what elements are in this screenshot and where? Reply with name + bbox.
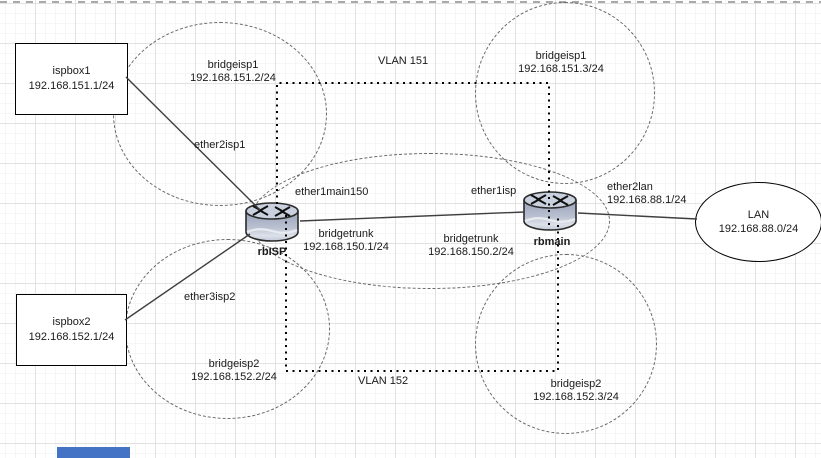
bridge-ip: 192.168.152.3/24 (533, 391, 619, 403)
bridge-label-isp1-rbisp: bridgeisp1 192.168.151.2/24 (158, 59, 308, 85)
bridge-name: bridgeisp2 (550, 378, 602, 390)
bridge-name: bridgeisp1 (535, 50, 587, 62)
lan-name: LAN (747, 209, 770, 221)
bridge-ip: 192.168.151.3/24 (518, 63, 604, 75)
label-vlan152: VLAN 152 (358, 375, 409, 387)
bottom-blue-bar (57, 447, 130, 458)
bridge-label-trunk-rbmain: bridgetrunk 192.168.150.2/24 (396, 233, 546, 259)
label-rbisp: rbISP (257, 246, 287, 258)
bridge-name: bridgeisp2 (208, 358, 260, 370)
label-ether1isp: ether1isp (471, 185, 517, 197)
iface-name: ether2lan (607, 181, 653, 193)
bridge-name: bridgeisp1 (207, 59, 259, 71)
lan-ip: 192.168.88.0/24 (718, 223, 799, 235)
host-ispbox2-name: ispbox2 (52, 316, 91, 328)
bridge-label-isp2-rbmain: bridgeisp2 192.168.152.3/24 (501, 378, 651, 404)
iface-ip: 192.168.88.1/24 (607, 194, 687, 206)
bridge-ellipse-isp1-rbmain (475, 2, 655, 184)
bridge-ip: 192.168.150.2/24 (428, 246, 514, 258)
label-ether2lan: ether2lan 192.168.88.1/24 (607, 181, 687, 207)
host-ispbox1: ispbox1 192.168.151.1/24 (15, 43, 128, 115)
bridge-label-trunk-rbisp: bridgetrunk 192.168.150.1/24 (271, 228, 421, 254)
label-rbmain: rbmain (533, 236, 571, 248)
host-ispbox1-ip: 192.168.151.1/24 (28, 80, 115, 92)
bridge-name: bridgetrunk (318, 228, 374, 240)
bridge-ip: 192.168.150.1/24 (303, 241, 389, 253)
host-ispbox2: ispbox2 192.168.152.1/24 (16, 294, 127, 366)
top-boundary-dashed-line (0, 1, 821, 3)
host-ispbox1-name: ispbox1 (52, 65, 91, 77)
bridge-label-isp1-rbmain: bridgeisp1 192.168.151.3/24 (486, 50, 636, 76)
host-ispbox2-ip: 192.168.152.1/24 (28, 331, 115, 343)
lan-cloud: LAN 192.168.88.0/24 (695, 182, 821, 262)
bridge-ip: 192.168.152.2/24 (191, 371, 277, 383)
bridge-label-isp2-rbisp: bridgeisp2 192.168.152.2/24 (159, 358, 309, 384)
bridge-name: bridgetrunk (443, 233, 499, 245)
label-vlan151: VLAN 151 (378, 55, 429, 67)
label-ether1main150: ether1main150 (295, 186, 369, 198)
router-icon (523, 191, 577, 231)
label-ether3isp2: ether3isp2 (184, 291, 236, 303)
router-rbmain (522, 190, 578, 232)
label-ether2isp1: ether2isp1 (194, 139, 246, 151)
bridge-ip: 192.168.151.2/24 (190, 72, 276, 84)
